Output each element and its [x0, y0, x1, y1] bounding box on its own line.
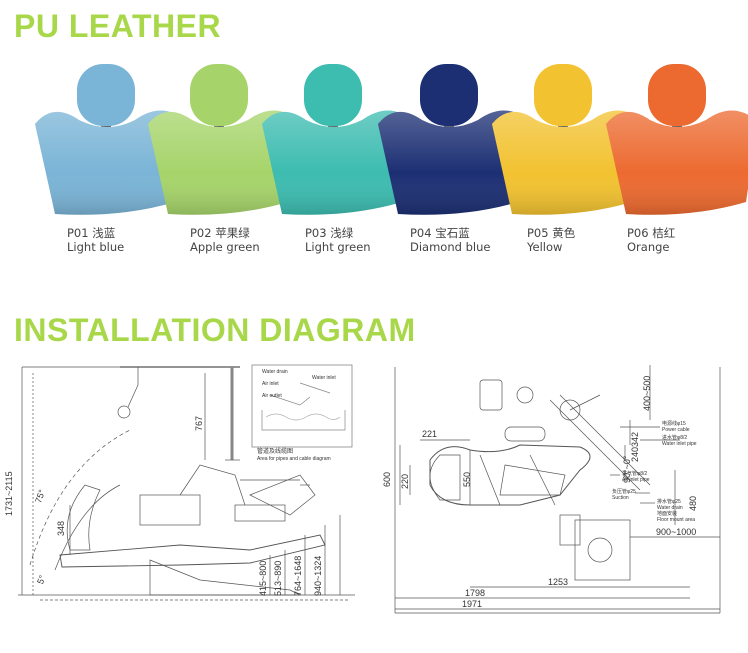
top-dim-1798: 1798 [465, 588, 485, 598]
swatch-label-p04: P04 宝石蓝 Diamond blue [410, 226, 490, 254]
swatch-headrest [77, 64, 135, 126]
swatch-code: P04 宝石蓝 [410, 226, 470, 240]
swatch-name: Diamond blue [410, 240, 491, 254]
leather-swatches [35, 64, 748, 215]
top-dim-221: 221 [422, 429, 437, 439]
swatch-code: P01 浅蓝 [67, 226, 116, 240]
inset-caption-water-inlet: Water inlet [312, 375, 336, 381]
swatch-shading [492, 110, 644, 215]
top-dim-600: 600 [382, 472, 392, 487]
swatch-p03 [262, 64, 414, 215]
swatch-name: Light blue [67, 240, 125, 254]
note-water-inlet-en: Water inlet pipe [662, 441, 697, 447]
swatch-label-p02: P02 苹果绿 Apple green [190, 226, 260, 254]
top-dim-400-500: 400~500 [642, 376, 652, 411]
swatch-headrest [190, 64, 248, 126]
top-dim-480: 480 [688, 496, 698, 511]
swatch-code: P05 黄色 [527, 226, 576, 240]
side-dim-1731-2115: 1731~2115 [4, 471, 14, 516]
note-power-cable-en: Power cable [662, 427, 690, 433]
swatch-label-p05: P05 黄色 Yellow [527, 226, 575, 254]
note-floor-mount-en: Floor mount area [657, 517, 695, 523]
top-dim-1253: 1253 [548, 577, 568, 587]
swatch-p04 [378, 64, 530, 215]
installation-diagram: 767 1731~2115 75° 348 5° 415~800 513~890… [4, 364, 721, 614]
side-dim-940-1324: 940~1324 [313, 556, 323, 596]
installation-diagram-heading: INSTALLATION DIAGRAM [14, 312, 416, 348]
note-water-drain-cn: 排水管φ25 [657, 498, 681, 505]
swatch-p05 [492, 64, 644, 215]
side-dim-5deg: 5° [35, 574, 47, 586]
swatch-shading [35, 110, 187, 215]
swatch-name: Light green [305, 240, 371, 254]
note-air-inlet-cn: 进气管φ8/2 [622, 470, 647, 477]
swatch-headrest [420, 64, 478, 126]
side-dim-415-800: 415~800 [258, 561, 268, 596]
swatch-code: P02 苹果绿 [190, 226, 250, 240]
swatch-name: Apple green [190, 240, 260, 254]
swatch-code: P06 桔红 [627, 226, 676, 240]
top-dim-550: 550 [462, 472, 472, 487]
swatch-code: P03 浅绿 [305, 226, 354, 240]
side-dim-75deg: 75° [33, 488, 47, 505]
note-floor-mount-cn: 地面安装 [657, 510, 677, 517]
note-suction-cn: 负压管φ25 [612, 488, 636, 495]
side-dim-767: 767 [194, 416, 204, 431]
note-water-inlet-cn: 进水管φ8/2 [662, 434, 687, 441]
note-water-drain-en: Water drain [657, 505, 683, 511]
swatch-headrest [304, 64, 362, 126]
side-dim-764-1648: 764~1648 [293, 556, 303, 596]
top-dim-1971: 1971 [462, 599, 482, 609]
top-dim-240: 240 [630, 447, 640, 462]
top-view-drawing [394, 365, 721, 614]
swatch-headrest [648, 64, 706, 126]
swatch-name: Orange [627, 240, 670, 254]
pu-leather-heading: PU LEATHER [14, 8, 222, 44]
top-view-notes: 电源线φ15 Power cable 进水管φ8/2 Water inlet p… [612, 420, 697, 523]
top-dim-900-1000: 900~1000 [656, 527, 696, 537]
side-view-drawing [18, 364, 355, 601]
inset-title: 管道及线缆图 [257, 447, 293, 455]
top-dim-220: 220 [400, 474, 410, 489]
swatch-p06 [606, 64, 748, 215]
swatch-label-p03: P03 浅绿 Light green [305, 226, 371, 254]
swatch-label-p06: P06 桔红 Orange [627, 226, 675, 254]
swatch-shading [148, 110, 300, 215]
swatch-shading [262, 110, 414, 215]
swatch-p01 [35, 64, 187, 215]
note-suction-en: Suction [612, 495, 629, 501]
top-dim-90-0deg: 90°~0° [622, 455, 632, 483]
inset-caption-air-outlet: Air outlet [262, 393, 282, 399]
note-air-inlet-en: Air inlet pipe [622, 477, 650, 483]
swatch-headrest [534, 64, 592, 126]
inset-caption-air-inlet: Air inlet [262, 381, 279, 387]
swatch-shading [378, 110, 530, 215]
swatch-shading [606, 110, 748, 215]
top-dim-342: 342 [630, 432, 640, 447]
side-dim-348: 348 [56, 521, 66, 536]
note-power-cable-cn: 电源线φ15 [662, 420, 686, 427]
inset-caption-water-drain: Water drain [262, 369, 288, 375]
side-dim-513-890: 513~890 [273, 561, 283, 596]
inset-subtitle: Area for pipes and cable diagram [257, 456, 331, 462]
swatch-p02 [148, 64, 300, 215]
swatch-label-p01: P01 浅蓝 Light blue [67, 226, 124, 254]
swatch-name: Yellow [527, 240, 563, 254]
